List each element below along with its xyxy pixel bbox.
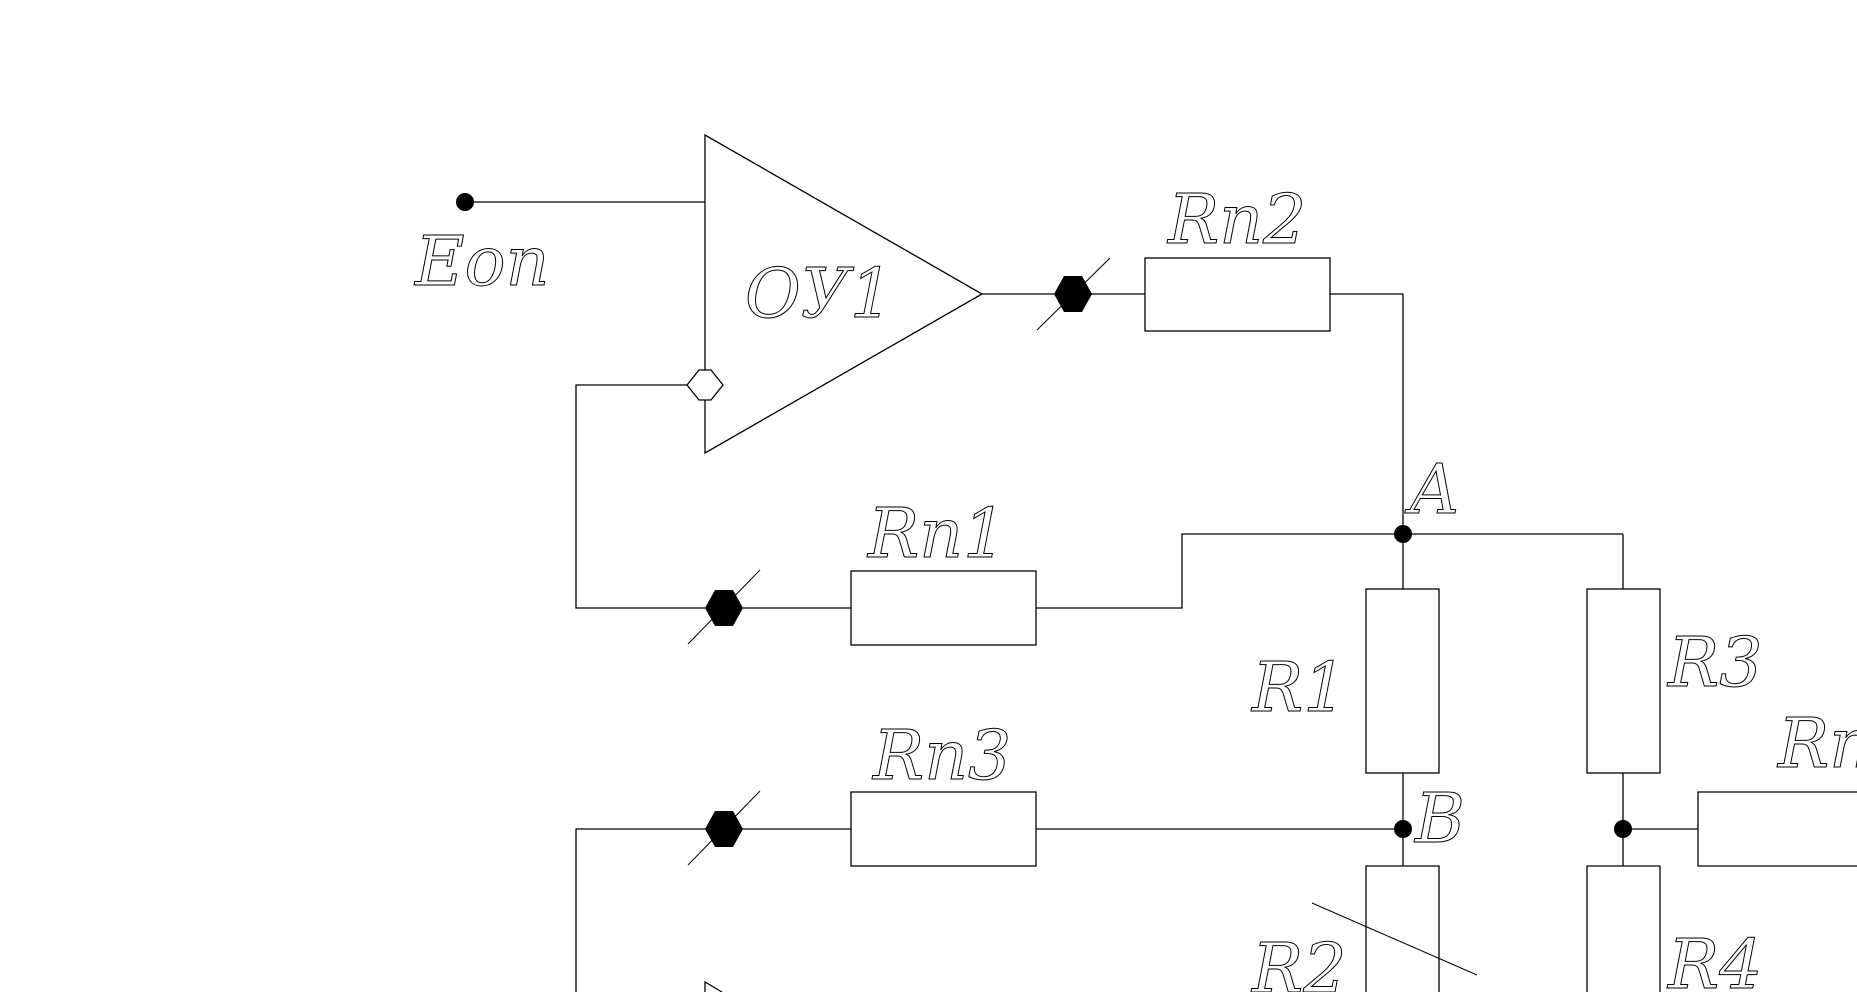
label-r4: R4 <box>1666 926 1762 992</box>
output-terminal-slash <box>1036 257 1111 331</box>
op-amp-oy1 <box>704 133 984 455</box>
label-rp1: Rп1 <box>866 495 1006 574</box>
node-b-dot[interactable] <box>1394 820 1412 838</box>
label-node-b: B <box>1413 780 1465 859</box>
node-a-dot[interactable] <box>1394 525 1412 543</box>
label-node-a: A <box>1404 451 1459 530</box>
label-rp2: Rп2 <box>1166 181 1306 260</box>
label-eop: Eоп <box>413 223 549 302</box>
resistor-rp1 <box>850 570 1037 646</box>
eop-terminal-dot[interactable] <box>456 193 474 211</box>
resistor-rp4 <box>1697 791 1857 867</box>
label-r2: R2 <box>1250 930 1346 992</box>
label-r3: R3 <box>1666 624 1762 703</box>
feedback-terminal-slash <box>687 569 761 645</box>
rp2-to-node-a-wire <box>1330 293 1404 534</box>
resistor-rp2 <box>1144 257 1331 332</box>
resistor-r2 <box>1365 865 1440 992</box>
label-r1: R1 <box>1250 649 1346 728</box>
label-rp4: Rп <box>1776 705 1857 784</box>
resistor-rp3 <box>850 791 1037 867</box>
op-amp-2-partial <box>704 980 723 992</box>
resistor-r1 <box>1365 588 1440 774</box>
r2-variable-arrow <box>1311 902 1478 976</box>
resistor-r3 <box>1586 588 1661 774</box>
resistor-r4 <box>1586 865 1661 992</box>
rp3-terminal-slash <box>687 790 761 866</box>
label-rp3: Rп3 <box>871 717 1011 796</box>
rp3-left-wire <box>575 828 851 992</box>
label-oy1: ОУ1 <box>745 255 893 334</box>
rp1-to-node-a-wire <box>1036 533 1403 609</box>
